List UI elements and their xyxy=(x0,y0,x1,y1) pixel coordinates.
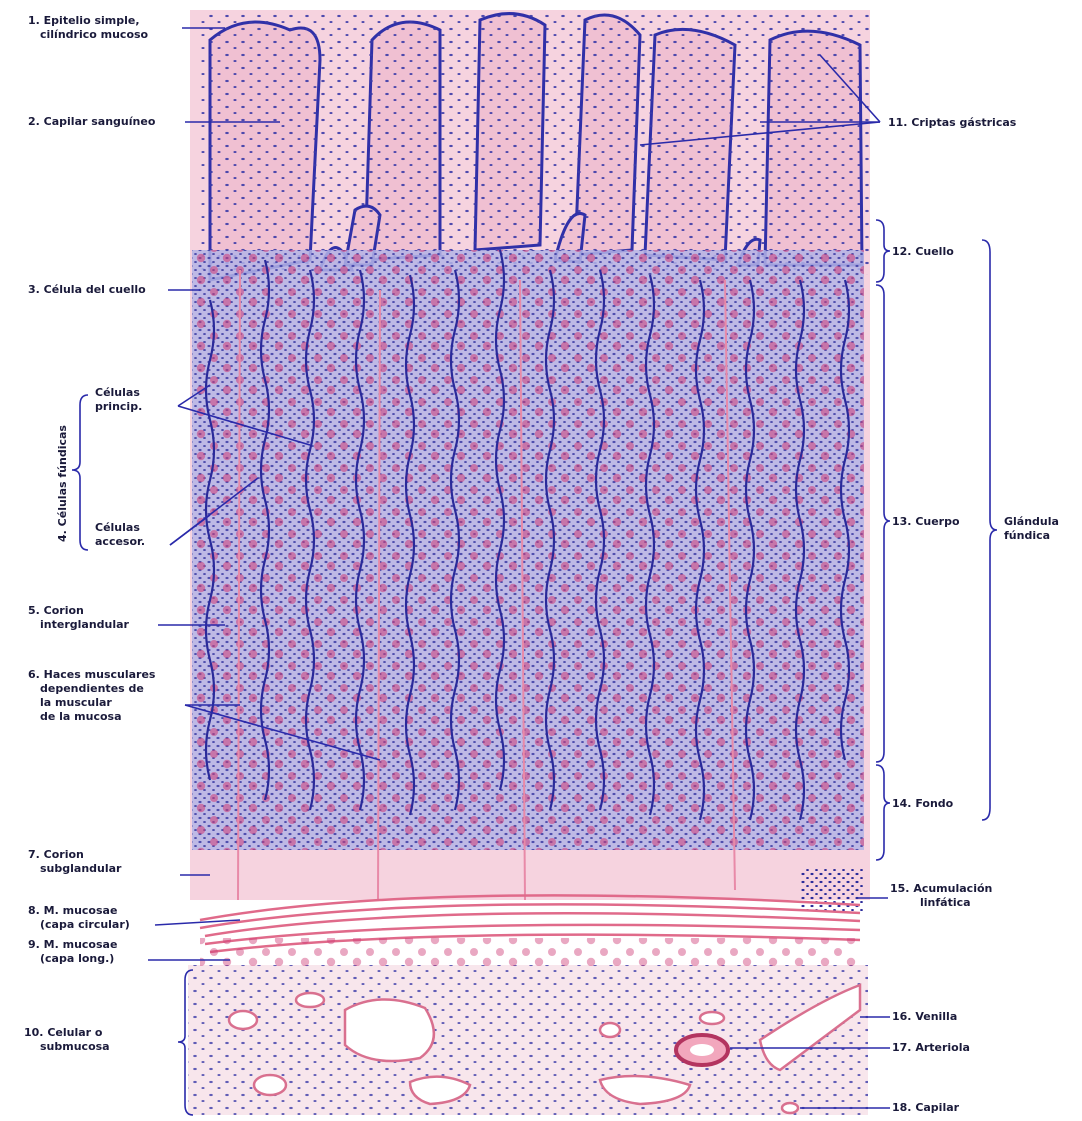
label-celulas-fundicas: 4. Células fúndicas xyxy=(56,425,69,542)
label-celulas-accesor-1: Células xyxy=(95,521,140,534)
label-mm-long-1: 9. M. mucosae xyxy=(28,938,117,951)
label-criptas-gastricas: 11. Criptas gástricas xyxy=(888,116,1016,129)
label-epitelio-2: cilíndrico mucoso xyxy=(40,28,148,41)
gland-body xyxy=(192,250,864,850)
label-acumulacion-1: 15. Acumulación xyxy=(890,882,992,895)
label-corion-inter-2: interglandular xyxy=(40,618,129,631)
label-submucosa-1: 10. Celular o xyxy=(24,1026,102,1039)
label-glandula-1: Glándula xyxy=(1004,515,1059,528)
label-venilla: 16. Venilla xyxy=(892,1010,957,1023)
label-mm-circular-2: (capa circular) xyxy=(40,918,130,931)
label-submucosa-2: submucosa xyxy=(40,1040,110,1053)
arteriole-icon xyxy=(676,1035,728,1065)
label-celulas-princip-1: Células xyxy=(95,386,140,399)
label-haces-2: dependientes de xyxy=(40,682,144,695)
label-corion-sub-2: subglandular xyxy=(40,862,121,875)
label-haces-1: 6. Haces musculares xyxy=(28,668,155,681)
label-celulas-accesor-2: accesor. xyxy=(95,535,145,548)
label-corion-inter-1: 5. Corion xyxy=(28,604,84,617)
label-arteriola: 17. Arteriola xyxy=(892,1041,970,1054)
label-celula-cuello: 3. Célula del cuello xyxy=(28,283,146,296)
label-haces-3: la muscular xyxy=(40,696,112,709)
label-corion-sub-1: 7. Corion xyxy=(28,848,84,861)
label-mm-long-2: (capa long.) xyxy=(40,952,114,965)
label-fondo: 14. Fondo xyxy=(892,797,953,810)
label-haces-4: de la mucosa xyxy=(40,710,122,723)
label-capilar-sanguineo: 2. Capilar sanguíneo xyxy=(28,115,155,128)
label-acumulacion-2: linfática xyxy=(920,896,971,909)
muscularis-longitudinal xyxy=(200,938,860,966)
label-mm-circular-1: 8. M. mucosae xyxy=(28,904,117,917)
pit-nuclei xyxy=(200,10,870,275)
label-glandula-2: fúndica xyxy=(1004,529,1050,542)
label-cuello: 12. Cuello xyxy=(892,245,954,258)
label-celulas-princip-2: princip. xyxy=(95,400,142,413)
label-epitelio-1: 1. Epitelio simple, xyxy=(28,14,140,27)
label-cuerpo: 13. Cuerpo xyxy=(892,515,960,528)
label-capilar: 18. Capilar xyxy=(892,1101,959,1114)
